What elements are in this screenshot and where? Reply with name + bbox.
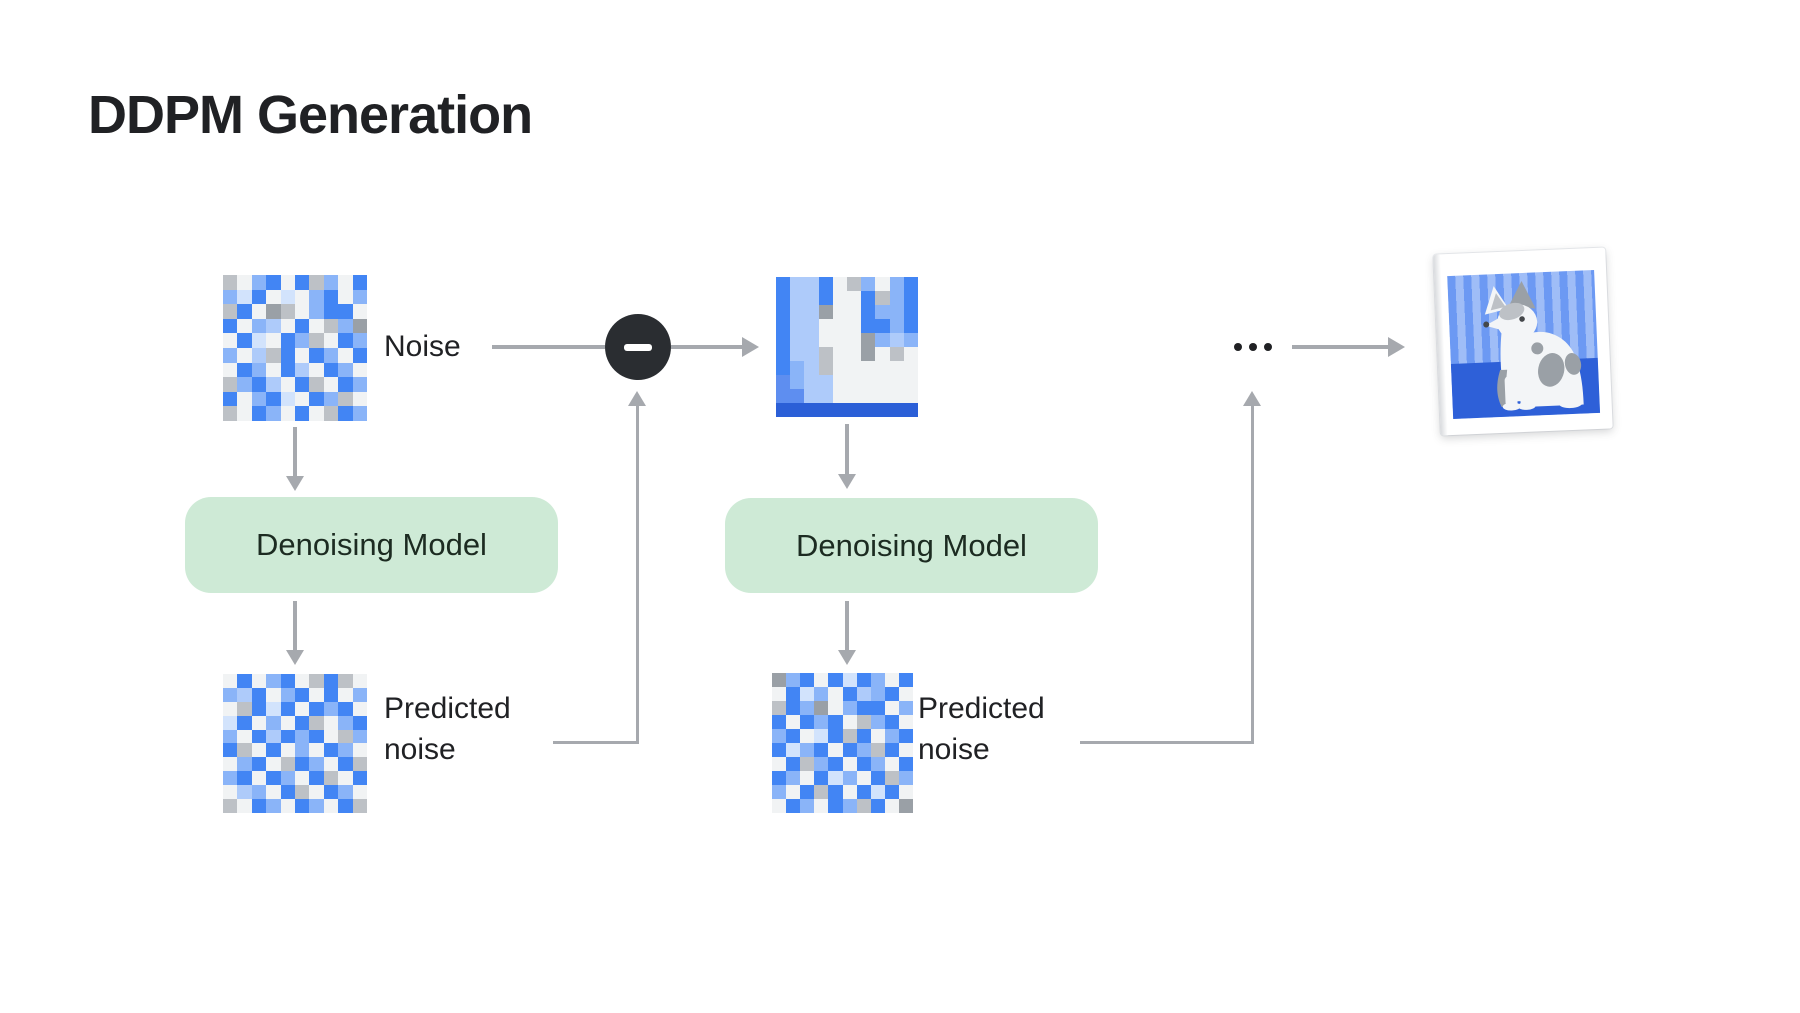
dot — [1249, 343, 1257, 351]
noise-image — [223, 275, 367, 421]
arrowhead-up-icon — [628, 391, 646, 406]
arrowhead-right-icon — [1388, 337, 1405, 357]
noise-label: Noise — [384, 330, 461, 363]
page-title: DDPM Generation — [88, 85, 533, 145]
flow-line-model-to-predicted-2 — [845, 601, 849, 650]
predicted-noise-label-2: Predicted noise — [918, 688, 1045, 770]
dot — [1264, 343, 1272, 351]
flow-line-to-final — [1292, 345, 1390, 349]
denoised-step-image — [776, 277, 918, 417]
minus-icon — [624, 343, 652, 351]
arrowhead-down-icon — [286, 476, 304, 491]
flow-line-model-to-predicted-1 — [293, 601, 297, 650]
arrowhead-down-icon — [286, 650, 304, 665]
denoising-model-label-1: Denoising Model — [256, 527, 487, 562]
flow-line-noise-to-model — [293, 427, 297, 476]
predicted-noise-label-1: Predicted noise — [384, 688, 511, 770]
dog-illustration — [1483, 281, 1584, 411]
feedback-connector-2-vertical — [1251, 404, 1254, 744]
flow-line-subtract-to-step — [671, 345, 743, 349]
predicted-noise-label-2-line-2: noise — [918, 733, 990, 766]
flow-line-noise-to-subtract — [492, 345, 605, 349]
feedback-connector-1-vertical — [636, 404, 639, 744]
feedback-connector-2-horizontal — [1080, 741, 1254, 744]
final-image-frame — [1433, 247, 1613, 436]
arrowhead-down-icon — [838, 650, 856, 665]
subtract-node — [605, 314, 671, 380]
predicted-noise-label-1-line-1: Predicted — [384, 692, 511, 725]
arrowhead-right-icon — [742, 337, 759, 357]
arrowhead-up-icon — [1243, 391, 1261, 406]
denoising-model-box-1: Denoising Model — [185, 497, 558, 593]
denoising-model-label-2: Denoising Model — [796, 527, 1027, 563]
predicted-noise-image-1 — [223, 674, 367, 813]
denoising-model-box-2: Denoising Model — [725, 498, 1098, 593]
flow-line-step-to-model — [845, 424, 849, 474]
ellipsis-icon — [1234, 343, 1272, 351]
predicted-noise-label-1-line-2: noise — [384, 733, 456, 766]
predicted-noise-label-2-line-1: Predicted — [918, 692, 1045, 725]
dot — [1234, 343, 1242, 351]
final-image-photo — [1447, 269, 1601, 419]
feedback-connector-1-horizontal — [553, 741, 639, 744]
arrowhead-down-icon — [838, 474, 856, 489]
predicted-noise-image-2 — [772, 673, 913, 813]
